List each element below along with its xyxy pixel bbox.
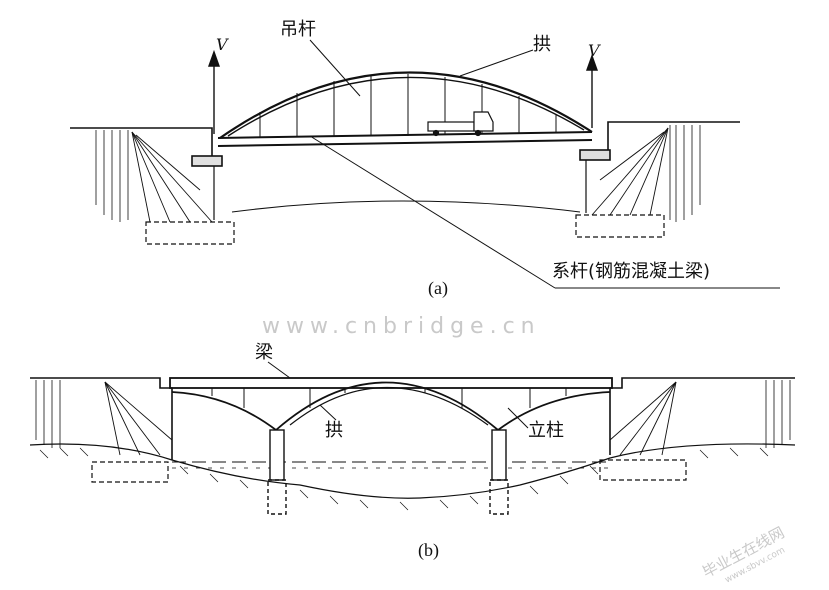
watermark-corner: 毕业生在线网 www.sbvv.com <box>699 523 787 585</box>
column-label-b: 立柱 <box>528 420 564 441</box>
hanger-leader-a <box>309 39 361 97</box>
v-label-right: V <box>588 41 601 60</box>
right-abutment-a <box>575 121 740 238</box>
diagram-a <box>70 49 780 289</box>
arches-b <box>171 381 611 431</box>
v-label-left: V <box>216 35 229 54</box>
spandrel-posts-b <box>211 388 567 408</box>
left-abutment-a <box>70 127 235 245</box>
caption-a: (a) <box>428 278 448 299</box>
arch-label-a: 拱 <box>533 34 551 55</box>
arch-a <box>219 71 593 139</box>
soil-hatch-b <box>39 447 769 511</box>
pier-left-b <box>267 429 287 515</box>
watermark-center: www.cnbridge.cn <box>262 314 541 339</box>
tie-leader-lines <box>231 135 780 289</box>
hanger-label-a: 吊杆 <box>280 19 316 40</box>
truck-icon <box>427 111 494 137</box>
beam-label-b: 梁 <box>255 342 273 363</box>
diagram-b <box>29 377 796 515</box>
tie-label-a: 系杆(钢筋混凝土梁) <box>552 261 710 282</box>
right-abutment-b <box>599 377 795 481</box>
v-arrow-left <box>208 49 220 134</box>
tie-beam-a <box>217 131 593 147</box>
beam-leader-b <box>267 361 291 379</box>
v-arrow-right <box>586 53 598 128</box>
arch-leader-b <box>319 404 337 421</box>
arch-label-b: 拱 <box>325 420 343 441</box>
hangers-a <box>259 74 557 138</box>
riverbed-b <box>29 443 796 499</box>
column-leader-b <box>507 407 529 429</box>
left-abutment-b <box>30 377 173 483</box>
arch-leader-a <box>459 49 534 77</box>
caption-b: (b) <box>418 540 439 561</box>
pier-right-b <box>489 429 509 515</box>
